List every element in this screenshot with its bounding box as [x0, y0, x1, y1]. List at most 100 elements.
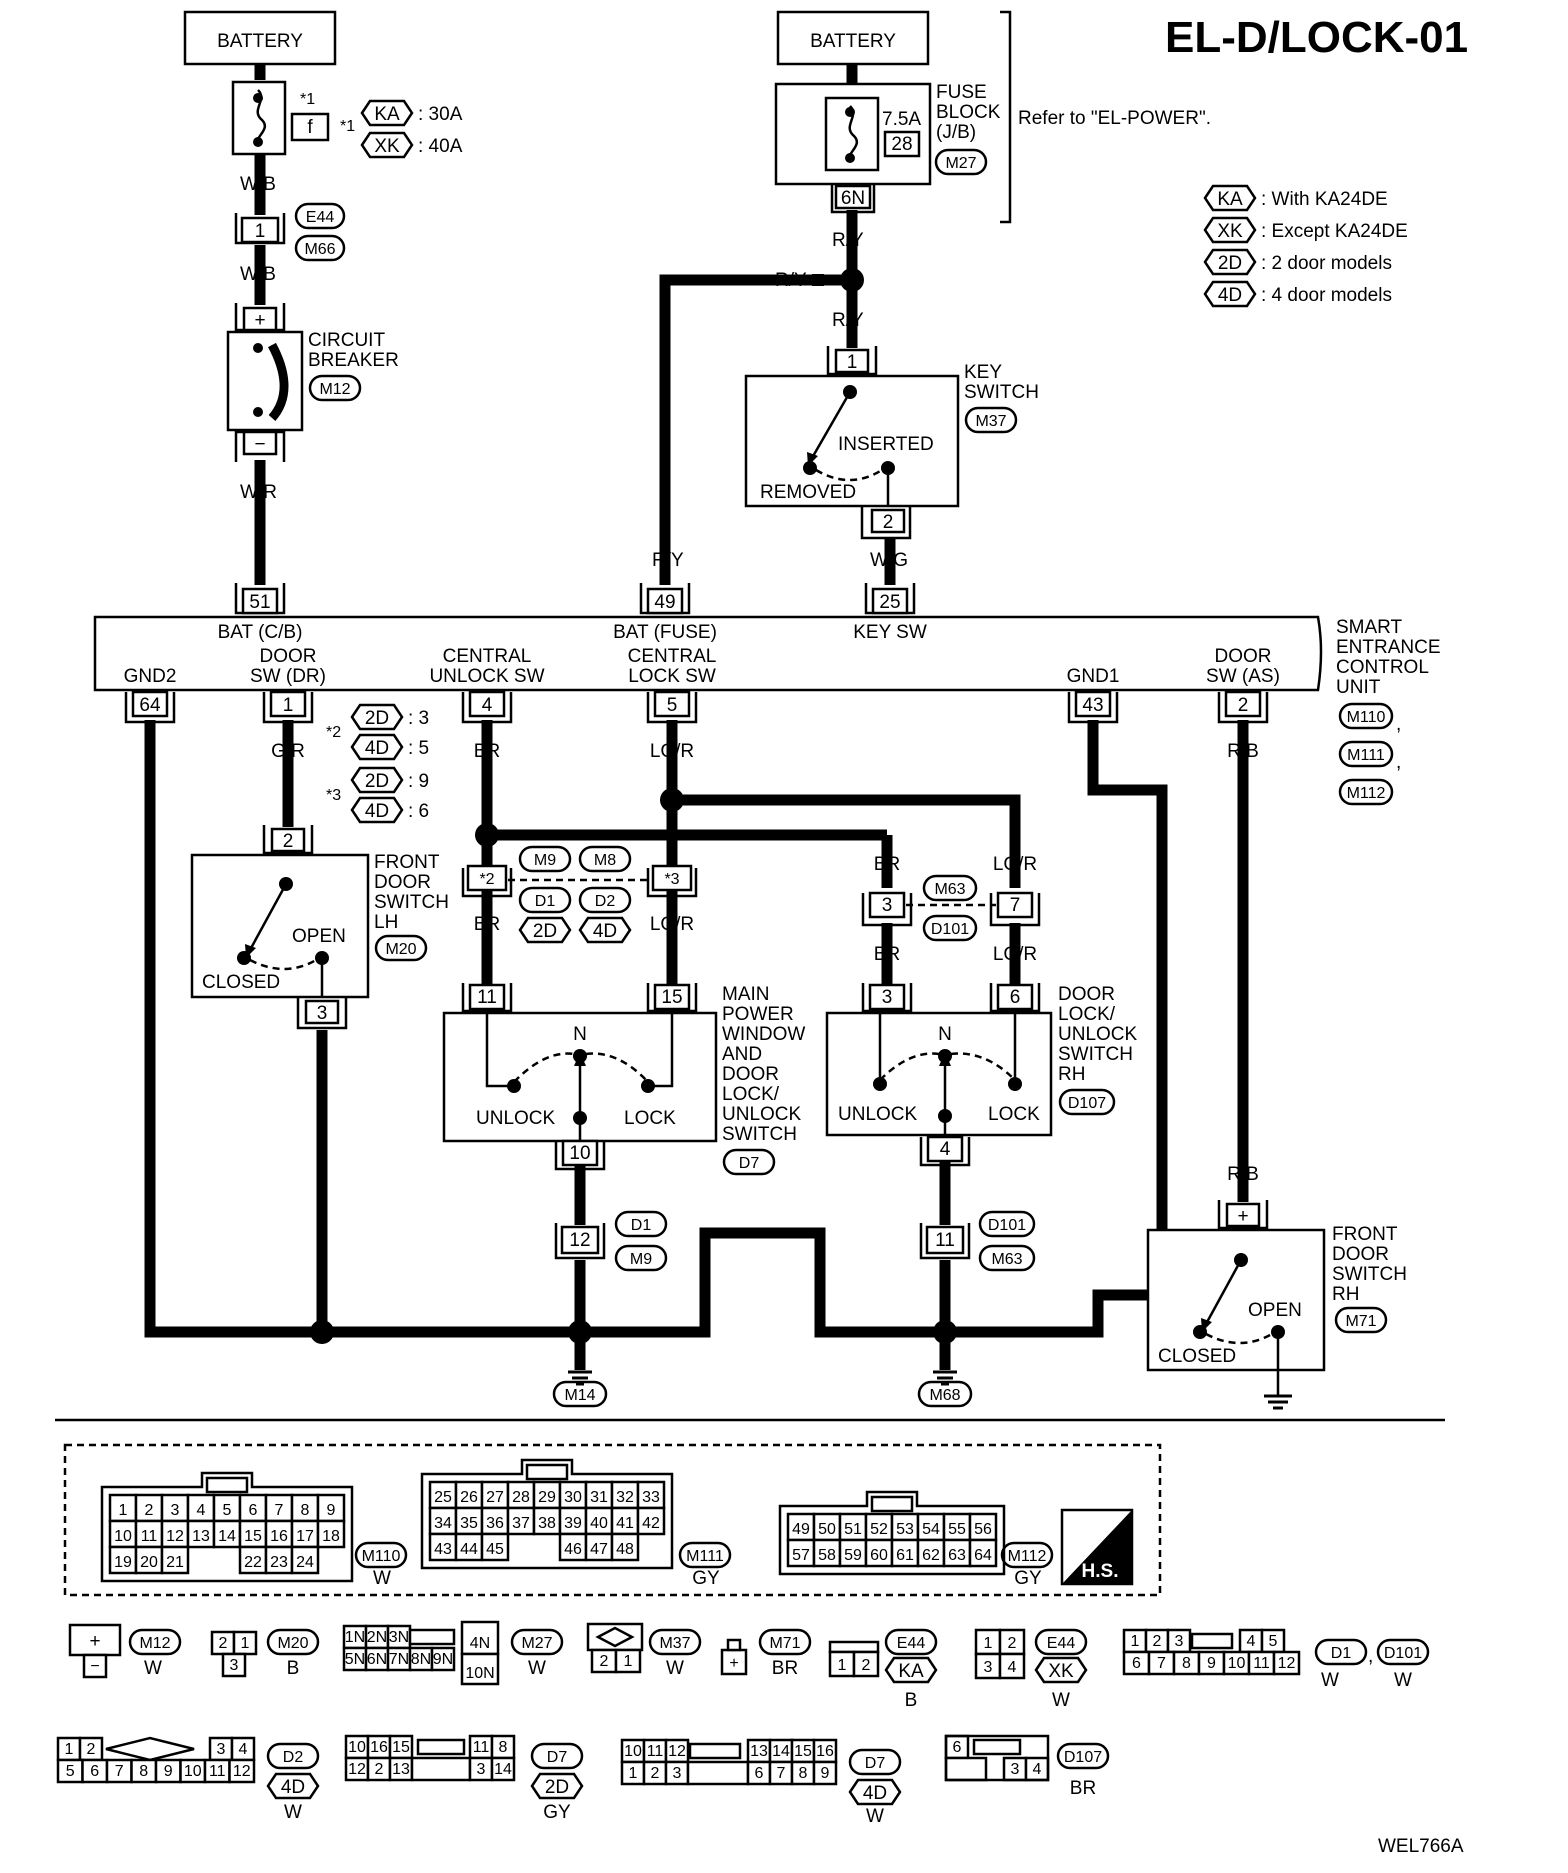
connector-color: W — [144, 1658, 162, 1679]
connector-separator: , — [1368, 1646, 1373, 1667]
scu-pin-central-lock: CENTRAL — [628, 646, 717, 667]
battery-left — [183, 10, 337, 66]
connector-pin-label: 1 — [119, 1502, 128, 1519]
connector-pin-label: 16 — [370, 1739, 388, 1756]
fuse-opt1-amp: : 30A — [418, 104, 463, 125]
svg-text:M8: M8 — [594, 852, 616, 869]
connector-pin-label: 9 — [164, 1763, 173, 1780]
connector-color: W — [373, 1568, 391, 1589]
connector-pin-label: 2 — [87, 1741, 96, 1758]
connector-pin-label: 7 — [115, 1763, 124, 1780]
wire-lgr-3: LG/R — [993, 854, 1037, 875]
svg-text:D2: D2 — [595, 893, 616, 910]
conn-d101-view — [1376, 1638, 1430, 1666]
wire-ry-2: R/Y — [775, 270, 807, 291]
connector-color: B — [287, 1658, 300, 1679]
connector-cell — [686, 1760, 750, 1786]
svg-text:N: N — [938, 1024, 952, 1045]
connector-pin-label: 10N — [465, 1665, 494, 1682]
connector-pin-label: 44 — [460, 1541, 478, 1558]
option-code-text: 2D — [545, 1777, 569, 1798]
figure-id: WEL766A — [1378, 1836, 1464, 1857]
conn-m20-label: M20 — [385, 941, 416, 958]
svg-text:*2: *2 — [479, 871, 494, 888]
connector-cell — [134, 1545, 164, 1575]
legend-text-1: : With KA24DE — [1261, 189, 1388, 210]
svg-text:7: 7 — [1010, 895, 1021, 916]
svg-text:2: 2 — [1238, 695, 1249, 716]
connector-pin-label: 35 — [460, 1515, 478, 1532]
svg-text:RH: RH — [1058, 1064, 1085, 1085]
ground-m14-label: M14 — [564, 1387, 595, 1404]
wire-ry-4: R/Y — [652, 550, 684, 571]
connector-pin-label: 52 — [870, 1521, 888, 1538]
connector-color: W — [284, 1802, 302, 1823]
wire-lgr-2: LG/R — [650, 914, 694, 935]
connector-latch — [870, 1495, 914, 1513]
wire-wb-2: W/B — [240, 264, 276, 285]
svg-text:43: 43 — [1082, 695, 1103, 716]
legend-code-1: KA — [1217, 189, 1243, 210]
conn-m27-label: M27 — [945, 155, 976, 172]
connector-cell — [316, 1519, 346, 1549]
wire-b-main: B — [574, 1186, 587, 1207]
connector-pin-label: 11 — [1253, 1655, 1270, 1672]
svg-text:11: 11 — [935, 1230, 955, 1251]
connector-pin-label: 12 — [668, 1743, 686, 1760]
svg-text:,: , — [1396, 714, 1401, 735]
connector-pin-label: 20 — [140, 1554, 158, 1571]
refer-note: Refer to "EL-POWER". — [1018, 108, 1211, 129]
connector-pin-label: + — [89, 1631, 100, 1652]
connector-pin-label: 43 — [434, 1541, 452, 1558]
wire-ry-1: R/Y — [832, 230, 864, 251]
connector-pin-label: 5N — [345, 1651, 365, 1668]
key-switch-label-1: KEY — [964, 362, 1002, 383]
conn-e44-ka-view-text: E44 — [897, 1635, 926, 1652]
connector-pin-label: 31 — [590, 1489, 608, 1506]
svg-text:6: 6 — [1010, 987, 1021, 1008]
wire-br-2: BR — [474, 914, 500, 935]
svg-text:SWITCH: SWITCH — [374, 892, 449, 913]
connector-pin-label: 48 — [616, 1541, 634, 1558]
svg-text:12: 12 — [569, 1230, 590, 1251]
scu-pin-bat-fuse: BAT (FUSE) — [613, 622, 717, 643]
connector-pin-label: 21 — [166, 1554, 184, 1571]
connector-color: W — [1052, 1690, 1070, 1711]
connector-cell — [1272, 1650, 1301, 1676]
connector-pin-label: 56 — [974, 1521, 992, 1538]
connector-cell — [290, 1519, 320, 1549]
conn-m12-view — [128, 1628, 182, 1656]
wire-br-3: BR — [874, 854, 900, 875]
conn-d2-view-text: D2 — [283, 1749, 304, 1766]
conn-m71-view — [758, 1628, 812, 1656]
connector-pin-label: 3 — [217, 1741, 226, 1758]
svg-text:3: 3 — [317, 1003, 328, 1024]
wire-lgr-1: LG/R — [650, 741, 694, 762]
key-inserted-label: INSERTED — [838, 434, 934, 455]
key-removed-label: REMOVED — [760, 482, 856, 503]
scu-label-3: CONTROL — [1336, 657, 1429, 678]
scu-pin-door-sw-as: DOOR — [1215, 646, 1272, 667]
svg-text:BLOCK: BLOCK — [936, 102, 1001, 123]
conn-m111-label: M111 — [1347, 747, 1385, 764]
connector-pin-label: 6 — [755, 1765, 764, 1782]
connector-cell — [998, 1628, 1026, 1656]
legend-text-4: : 4 door models — [1261, 285, 1392, 306]
svg-text:MAIN: MAIN — [722, 984, 770, 1005]
connector-latch — [205, 1476, 249, 1494]
inline-connector-m9-m8: *2 *3 M9 M8 D1 D2 2D 4D — [461, 845, 698, 944]
connector-pin-label: 9 — [327, 1502, 336, 1519]
connector-pin-label: 4 — [1008, 1659, 1017, 1676]
fuse-number: 28 — [891, 134, 912, 155]
ground-m68-label: M68 — [929, 1387, 960, 1404]
conn-m37-view-text: M37 — [659, 1635, 690, 1652]
svg-text:15: 15 — [661, 987, 682, 1008]
rh-closed-label: CLOSED — [1158, 1346, 1236, 1367]
option-code-text: 4D — [863, 1783, 887, 1804]
legend-code-4: 4D — [1218, 285, 1242, 306]
svg-text:64: 64 — [139, 695, 161, 716]
conn-m66-label: M66 — [304, 241, 335, 258]
conn-m12-label: M12 — [319, 381, 350, 398]
svg-text:SW (AS): SW (AS) — [1206, 666, 1280, 687]
connector-pin-label: 63 — [948, 1547, 966, 1564]
